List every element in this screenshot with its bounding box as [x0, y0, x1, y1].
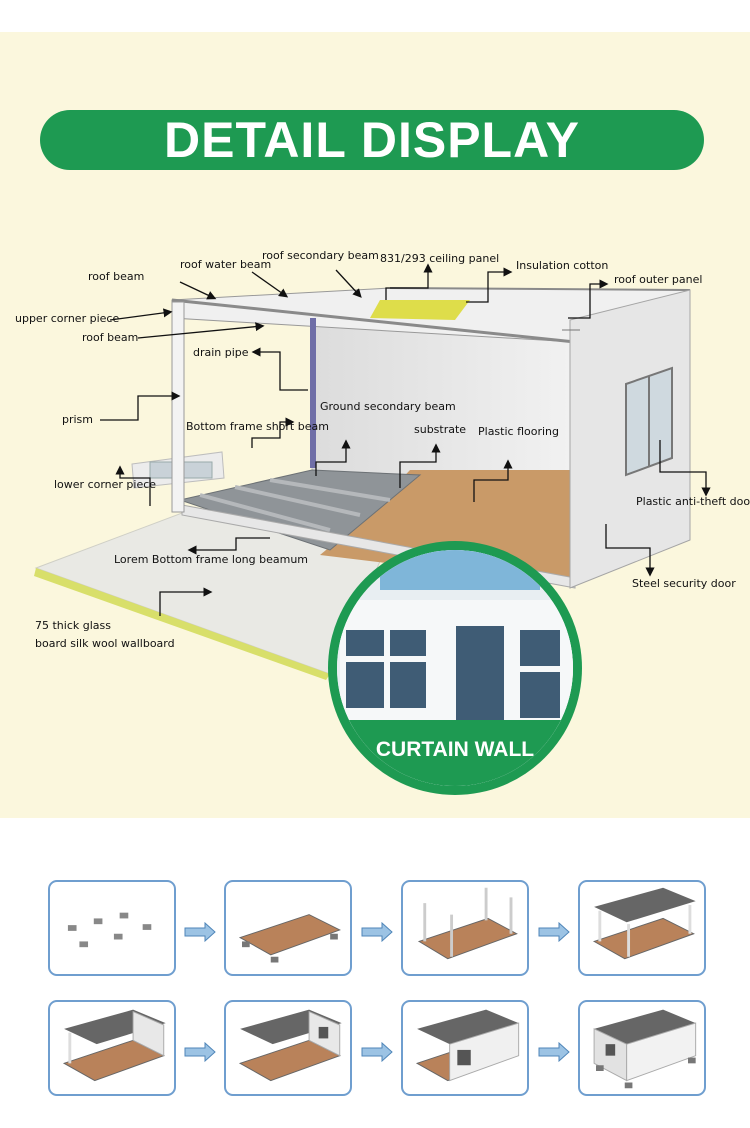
arrow-right-icon: [538, 1042, 570, 1062]
label-steel-security-door: Steel security door: [632, 577, 736, 590]
label-bottom-frame-short-beam: Bottom frame short beam: [186, 420, 329, 433]
arrow-right-icon: [184, 1042, 216, 1062]
label-bottom-frame-long-beam: Lorem Bottom frame long beamum: [114, 553, 309, 566]
step-foundation-blocks: [48, 880, 176, 976]
curtain-wall-caption: CURTAIN WALL: [375, 738, 535, 761]
label-ground-secondary-beam: Ground secondary beam: [320, 400, 456, 413]
step-window-wall: [224, 1000, 352, 1096]
label-roof-beam-top: roof beam: [88, 270, 145, 283]
label-insulation-cotton: Insulation cotton: [516, 259, 609, 272]
label-wallboard-line1: 75 thick glass: [35, 619, 111, 632]
step-front-wall: [401, 1000, 529, 1096]
label-drain-pipe: drain pipe: [193, 346, 249, 359]
label-wallboard-line2: board silk wool wallboard: [35, 637, 175, 650]
arrow-right-icon: [538, 922, 570, 942]
arrow-right-icon: [361, 922, 393, 942]
label-roof-secondary-beam: roof secondary beam: [262, 249, 379, 262]
label-lower-corner-piece: lower corner piece: [54, 478, 157, 491]
label-roof-outer-panel: roof outer panel: [614, 273, 703, 286]
page-title: DETAIL DISPLAY: [164, 112, 580, 168]
label-plastic-anti-theft-door: Plastic anti-theft door: [636, 495, 750, 508]
label-plastic-flooring: Plastic flooring: [478, 425, 559, 438]
label-prism: prism: [62, 413, 94, 426]
step-roof-frame: [578, 880, 706, 976]
label-ceiling-panel: 831/293 ceiling panel: [380, 252, 500, 265]
label-upper-corner-piece: upper corner piece: [15, 312, 120, 325]
label-roof-water-beam: roof water beam: [180, 258, 272, 271]
step-side-wall: [48, 1000, 176, 1096]
arrow-right-icon: [184, 922, 216, 942]
label-roof-beam: roof beam: [82, 331, 139, 344]
step-floor-frame: [224, 880, 352, 976]
step-completed-unit: [578, 1000, 706, 1096]
title-banner: DETAIL DISPLAY: [40, 110, 704, 170]
step-corner-posts: [401, 880, 529, 976]
label-substrate: substrate: [414, 423, 467, 436]
arrow-right-icon: [361, 1042, 393, 1062]
container-illustration: [34, 263, 711, 795]
